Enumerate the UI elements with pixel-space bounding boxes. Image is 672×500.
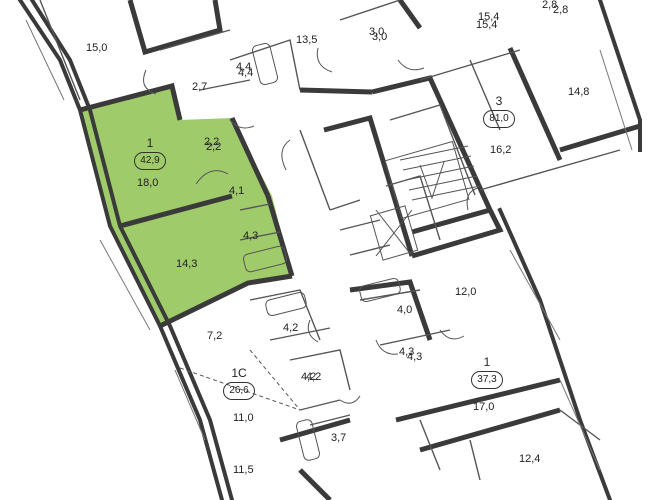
room-area-label: 4,3 [407,351,423,363]
apartment-badge-1c[interactable]: 1С 26,6 [223,366,255,408]
apartment-number: 1С [231,366,247,380]
room-area-label: 16,2 [490,144,512,156]
room-area-label: 4,1 [229,185,245,197]
room-area-label: 7,2 [207,330,223,342]
apartment-badge-1-right[interactable]: 1 37,3 [471,355,503,397]
apartment-number: 1 [146,136,154,150]
stair-core [384,140,481,220]
room-area-label: 4,3 [399,346,415,358]
room-area-label: 12,4 [519,453,541,465]
apartment-number: 1 [483,355,491,369]
apartment-badge-3[interactable]: 3 81,0 [483,94,515,136]
room-area-label: 17,0 [473,401,495,413]
room-area-label: 11,5 [233,464,254,476]
apartment-total-area: 42,9 [134,152,166,170]
room-area-label: 13,5 [296,34,318,46]
room-area-label: 11,0 [233,412,254,424]
interior-walls [79,0,641,500]
room-area-label: 14,8 [568,86,590,98]
room-area-label: 3,7 [331,432,347,444]
apartment-number: 3 [495,94,503,108]
bathtubs [243,42,401,461]
room-area-label: 15,4 [476,19,498,31]
windows [25,19,633,471]
room-area-label: 18,0 [137,177,159,189]
elevator-shafts [369,205,419,261]
apartment-total-area: 81,0 [483,110,515,128]
room-area-label: 15,0 [86,42,108,54]
room-area-label: 3,0 [372,31,388,43]
dashed-division [179,349,301,411]
room-area-label: 4,4 [236,61,252,73]
room-area-label: 3,0 [369,26,385,38]
apartment-badge-1-selected[interactable]: 1 42,9 [134,136,166,178]
room-area-label: 15,4 [478,11,500,23]
room-area-label: 2,8 [553,4,569,16]
apartment-total-area: 37,3 [471,371,503,389]
room-area-label: 4,2 [301,371,317,383]
room-area-label: 4,3 [243,230,259,242]
apartment-total-area: 26,6 [223,382,255,400]
partition-lines [39,0,621,481]
room-area-label: 4,2 [306,371,322,383]
room-area-label: 2,8 [542,0,558,11]
room-area-label: 12,0 [455,286,477,298]
room-area-label: 4,4 [238,67,254,79]
room-area-label: 14,3 [176,258,198,270]
room-area-label: 2,2 [206,141,222,153]
room-area-label: 4,2 [283,322,299,334]
room-area-label: 4,0 [397,304,413,316]
room-area-label: 2,7 [192,81,208,93]
room-area-label: 2,2 [204,136,220,148]
doors [143,47,479,404]
